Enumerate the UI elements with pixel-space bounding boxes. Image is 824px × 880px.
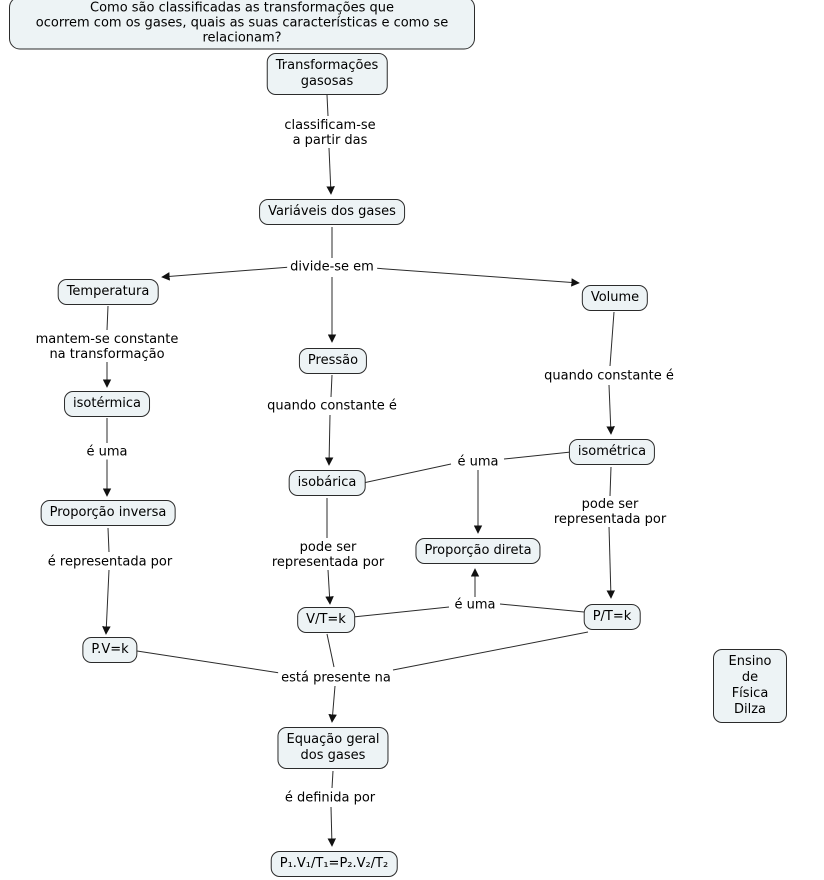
node-volume[interactable]: Volume (581, 285, 649, 311)
edge-label-e-representada-por: é representada por (44, 554, 176, 570)
edge-label-esta-presente-na: está presente na (278, 670, 394, 686)
node-vt-k[interactable]: V/T=k (297, 607, 355, 633)
node-temperatura[interactable]: Temperatura (57, 279, 159, 305)
node-pt-k[interactable]: P/T=k (583, 604, 641, 630)
edge-label-e-uma-inferior: é uma (451, 597, 499, 613)
node-proporcao-direta[interactable]: Proporção direta (415, 538, 541, 564)
node-transformacoes-gasosas[interactable]: Transformações gasosas (266, 53, 388, 95)
node-pressao[interactable]: Pressão (298, 348, 368, 374)
node-isometrica[interactable]: isométrica (568, 439, 656, 465)
edge-label-e-uma-superior: é uma (454, 454, 502, 470)
node-focus-question[interactable]: Como são classificadas as transformações… (9, 0, 475, 50)
edge-label-quando-constante-direita: quando constante é (541, 368, 677, 384)
edge-label-pode-ser-representada-direita: pode ser representada por (550, 497, 670, 527)
edge-label-divide-se-em: divide-se em (287, 259, 377, 275)
node-credit-ensino-fisica[interactable]: Ensino de Física Dilza (713, 649, 787, 723)
node-formula-geral[interactable]: P₁.V₁/T₁=P₂.V₂/T₂ (270, 851, 398, 877)
node-proporcao-inversa[interactable]: Proporção inversa (40, 500, 176, 526)
node-equacao-geral[interactable]: Equação geral dos gases (277, 727, 389, 769)
edge-label-mantem-se-constante: mantem-se constante na transformação (32, 332, 182, 362)
edge-label-e-definida-por: é definida por (281, 790, 379, 806)
edge-label-quando-constante-meio: quando constante é (264, 398, 400, 414)
node-variaveis-dos-gases[interactable]: Variáveis dos gases (259, 199, 405, 225)
node-isobarica[interactable]: isobárica (288, 470, 366, 496)
edge-label-pode-ser-representada-meio: pode ser representada por (268, 540, 388, 570)
edge-label-e-uma-esquerda: é uma (83, 444, 131, 460)
node-pv-k[interactable]: P.V=k (82, 637, 138, 663)
edge-label-classificam-se: classificam-se a partir das (281, 118, 379, 148)
node-isotermica[interactable]: isotérmica (64, 391, 150, 417)
